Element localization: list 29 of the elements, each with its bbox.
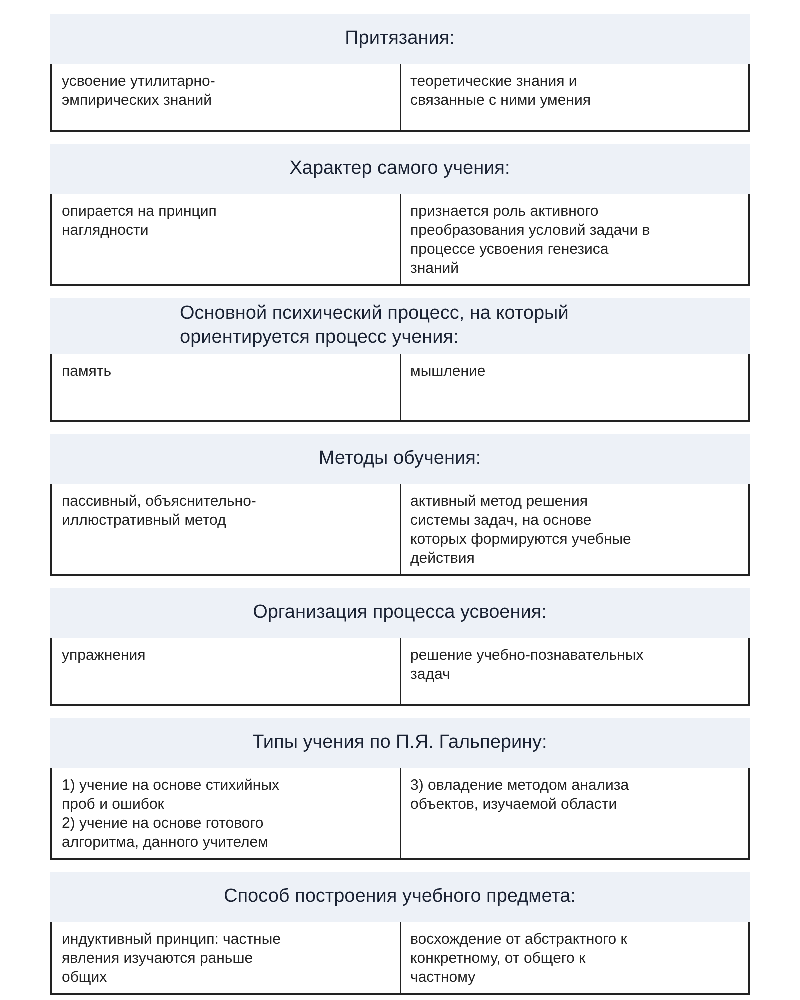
cell-text: восхождение от абстрактного к конкретному, от общего к частному — [410, 930, 628, 986]
cell-text: мышление — [410, 362, 487, 380]
cell-text: 3) овладение методом анализа объектов, изучаемой области — [410, 776, 630, 814]
cell-text: усвоение утилитарно-эмпирических знаний — [62, 72, 216, 110]
cell-text: 1) учение на основе стихийных проб и ошибок — [62, 776, 280, 814]
cell-text: решение учебно-познавательных задач — [410, 646, 645, 684]
header-band — [50, 14, 750, 64]
section-heading: Методы обучения: — [318, 446, 482, 470]
cell-text: пассивный, объяснительно-иллюстративный метод — [62, 492, 258, 530]
cell-text: память — [62, 362, 113, 380]
cell-text: активный метод решения системы задач, на основе которых формируются учебные действия — [410, 492, 632, 568]
section-heading: Притязания: — [345, 27, 455, 51]
section-heading: Организация процесса усвоения: — [253, 600, 547, 624]
section-heading: Типы учения по П.Я. Гальперину: — [252, 730, 548, 754]
header-band — [50, 872, 750, 922]
section-heading: Способ построения учебного предмета: — [224, 884, 576, 908]
cell-text: упражнения — [62, 646, 147, 664]
section-heading: Основной психический процесс, на который ориентируется процесс учения: — [180, 302, 570, 350]
section-heading: Характер самого учения: — [290, 157, 510, 181]
header-band — [50, 588, 750, 638]
header-band — [50, 144, 750, 194]
cell-text: 2) учение на основе готового алгоритма, данного учителем — [62, 814, 270, 852]
cell-text: индуктивный принцип: частные явления изучаются раньше общих — [62, 930, 282, 986]
header-band — [50, 718, 750, 768]
header-band — [50, 434, 750, 484]
cell-text: теоретические знания и связанные с ними умения — [410, 72, 592, 110]
cell-text: опирается на принцип наглядности — [62, 202, 218, 240]
header-band — [50, 298, 750, 354]
cell-text: признается роль активного преобразования условий задачи в процессе усвоения генезиса знаний — [410, 202, 650, 278]
